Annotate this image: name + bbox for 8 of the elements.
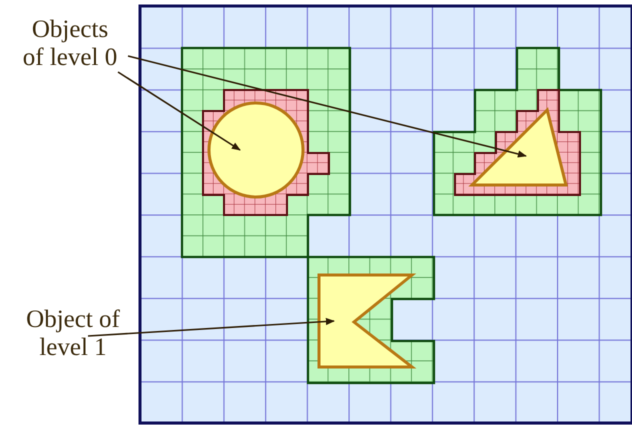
- leader-line: [88, 318, 335, 337]
- leader-line: [118, 71, 241, 151]
- callout-label: Object of level 1: [8, 306, 138, 362]
- leader-line: [128, 55, 527, 158]
- polygon-object: [318, 274, 416, 368]
- circle-object: [208, 102, 304, 198]
- triangle-object: [468, 107, 568, 186]
- callout-label: Objects of level 0: [4, 16, 136, 72]
